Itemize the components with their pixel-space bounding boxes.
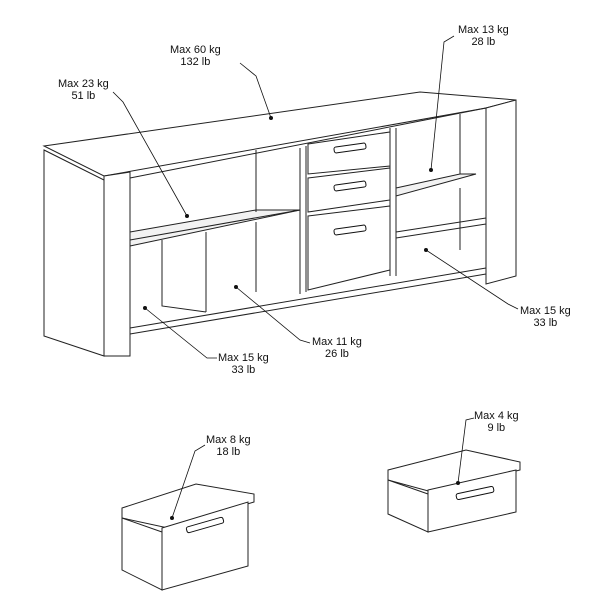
right-side-panel <box>485 99 517 285</box>
drawer-handle-3 <box>333 224 367 236</box>
large-drawer-handle <box>185 516 225 534</box>
left-front-panel <box>103 171 131 357</box>
drawer-front-2 <box>307 167 391 213</box>
sideboard-top <box>42 91 517 177</box>
left-side-panel <box>43 149 105 357</box>
large-drawer-front <box>161 501 249 591</box>
drawer-handle-2 <box>333 180 367 192</box>
right-top-shelf <box>395 173 477 197</box>
left-shelf <box>129 209 301 247</box>
small-drawer-handle <box>455 485 495 501</box>
sideboard <box>42 91 517 357</box>
small-drawer <box>387 449 521 533</box>
leader-lines <box>112 35 519 520</box>
drawer-front-3 <box>307 205 391 291</box>
drawer-handle-1 <box>333 142 367 154</box>
drawer-front-1 <box>307 131 391 175</box>
small-drawer-front <box>427 469 517 533</box>
large-drawer <box>121 483 255 591</box>
large-drawer-side <box>121 517 163 591</box>
